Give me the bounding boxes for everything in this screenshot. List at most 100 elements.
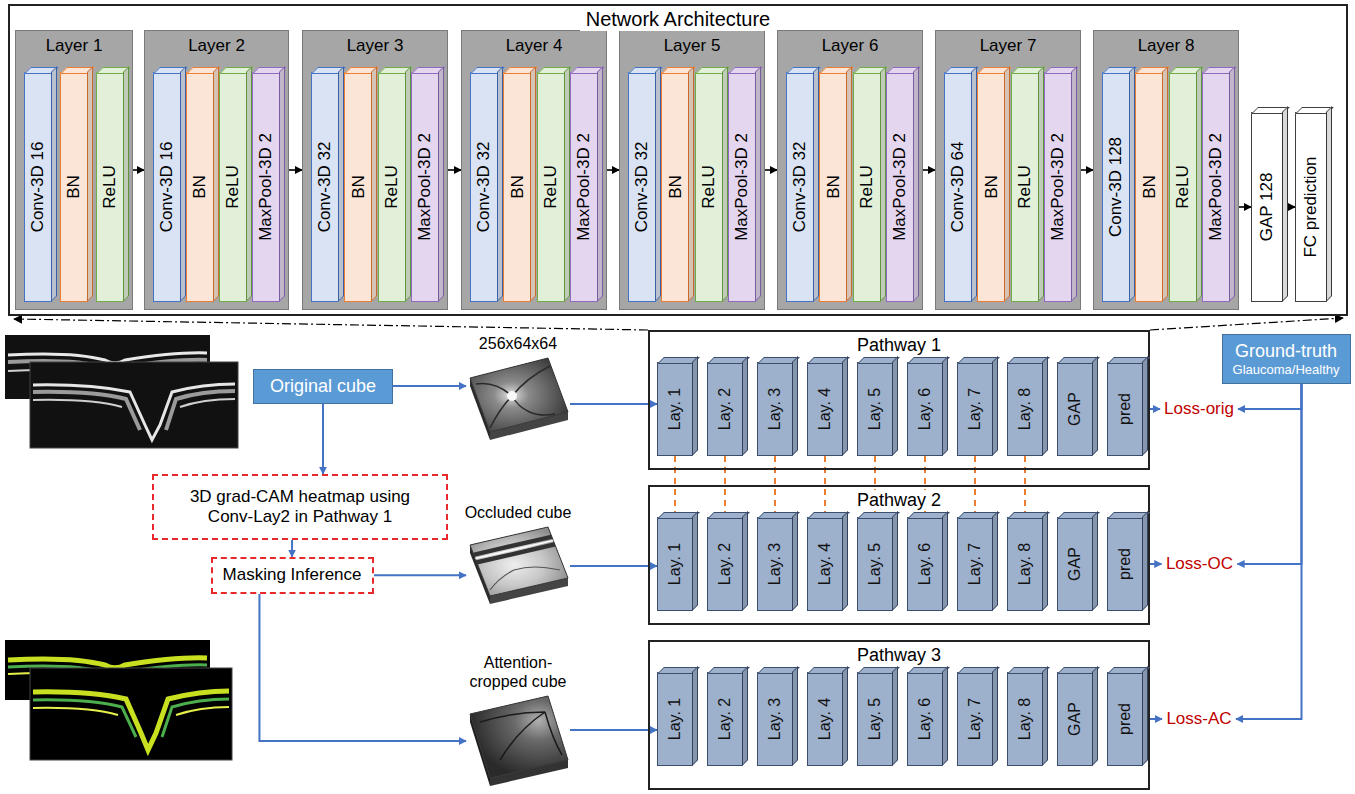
- operation-bar: BN: [186, 72, 214, 302]
- layer-label: Layer 3: [303, 36, 447, 56]
- operation-bar: BN: [60, 72, 88, 302]
- layer-block-3d: Lay. 8: [1007, 517, 1043, 611]
- operation-label: MaxPool-3D 2: [256, 133, 276, 241]
- operation-label: ReLU: [382, 165, 402, 208]
- layer-block-3d: Lay. 3: [757, 672, 793, 766]
- loss-text: Loss-OC: [1166, 554, 1233, 574]
- operation-bar: Conv-3D 16: [24, 72, 52, 302]
- operation-bar: Conv-3D 128: [1102, 72, 1130, 302]
- pathway-title: Pathway 3: [851, 645, 947, 666]
- layer-block: Layer 3Conv-3D 32BNReLUMaxPool-3D 2: [302, 30, 448, 310]
- layer-block-3d: Lay. 1: [657, 517, 693, 611]
- layer-block-3d: Lay. 6: [907, 362, 943, 456]
- cube-face: [470, 696, 568, 778]
- operation-bar: BN: [344, 72, 372, 302]
- block-label: Lay. 6: [916, 698, 934, 740]
- block-label: Lay. 8: [1016, 388, 1034, 430]
- operation-bar: MaxPool-3D 2: [886, 72, 914, 302]
- cube-label: Attention-cropped cube: [462, 654, 574, 691]
- operation-bar: Conv-3D 32: [628, 72, 656, 302]
- operation-bar: BN: [1135, 72, 1163, 302]
- operation-label: Conv-3D 32: [474, 142, 494, 233]
- layer-label: Layer 2: [145, 36, 288, 56]
- cube-image: Occluded cube: [466, 525, 570, 607]
- operation-bar: MaxPool-3D 2: [1202, 72, 1230, 302]
- loss-text: Loss-orig: [1164, 399, 1234, 419]
- flow-arrow: [570, 403, 657, 405]
- operation-label: FC prediction: [1301, 156, 1321, 257]
- block-label: Lay. 7: [966, 698, 984, 740]
- vessel: [476, 366, 555, 428]
- heat-band: [33, 699, 229, 737]
- block-label: Lay. 5: [866, 388, 884, 430]
- loss-text: Loss-AC: [1166, 709, 1231, 729]
- loss-label: Loss-orig: [1160, 397, 1238, 421]
- operation-label: ReLU: [1173, 165, 1193, 208]
- block-label: Lay. 3: [766, 388, 784, 430]
- block-label: Lay. 7: [966, 388, 984, 430]
- heat-band: [33, 691, 229, 750]
- operation-label: Conv-3D 16: [28, 142, 48, 233]
- layer-block-3d: Lay. 2: [707, 517, 743, 611]
- box-label: Original cube: [270, 376, 376, 397]
- operation-bar: BN: [503, 72, 531, 302]
- layer-block-3d: Lay. 4: [807, 672, 843, 766]
- operation-bar: ReLU: [378, 72, 406, 302]
- block-label: GAP: [1066, 392, 1084, 426]
- bscan-ground: [30, 362, 238, 448]
- operation-label: BN: [507, 175, 527, 199]
- operation-label: ReLU: [699, 165, 719, 208]
- block-label: Lay. 3: [766, 543, 784, 585]
- layer-block-3d: Lay. 6: [907, 517, 943, 611]
- operation-label: Conv-3D 32: [632, 142, 652, 233]
- occlusion-band: [476, 542, 556, 564]
- cube-face: [470, 358, 568, 432]
- operation-label: BN: [665, 175, 685, 199]
- input-box: Ground-truthGlaucoma/Healthy: [1222, 334, 1351, 384]
- box-label: Ground-truth: [1235, 341, 1337, 362]
- operation-bar: Conv-3D 32: [311, 72, 339, 302]
- layer-block-3d: Lay. 5: [857, 517, 893, 611]
- block-label: Lay. 2: [716, 698, 734, 740]
- flow-arrow: [607, 169, 619, 171]
- vessel: [480, 712, 562, 760]
- layer-block-3d: Lay. 3: [757, 362, 793, 456]
- operation-label: MaxPool-3D 2: [1048, 133, 1068, 241]
- block-label: Lay. 4: [816, 698, 834, 740]
- cube-image: 256x64x64: [466, 356, 570, 446]
- operation-label: Conv-3D 32: [790, 142, 810, 233]
- layer-block-3d: Lay. 8: [1007, 362, 1043, 456]
- pathway-title: Pathway 1: [851, 335, 947, 356]
- block-label: Lay. 5: [866, 543, 884, 585]
- block-label: Lay. 1: [666, 543, 684, 585]
- occlusion-line: [475, 541, 553, 559]
- operation-bar: Conv-3D 64: [944, 72, 972, 302]
- process-box: 3D grad-CAM heatmap using Conv-Lay2 in P…: [152, 474, 448, 540]
- loss-label: Loss-AC: [1162, 707, 1236, 731]
- block-label: pred: [1116, 393, 1134, 425]
- layer-block-3d: Lay. 5: [857, 362, 893, 456]
- layer-block: Layer 6Conv-3D 32BNReLUMaxPool-3D 2: [777, 30, 923, 310]
- heatmap-cup: [30, 668, 232, 760]
- layer-label: Layer 6: [778, 36, 922, 56]
- layer-block-3d: pred: [1107, 362, 1143, 456]
- operation-label: BN: [190, 175, 210, 199]
- layer-block-3d: Lay. 8: [1007, 672, 1043, 766]
- flow-arrow: [1238, 384, 1301, 409]
- block-label: Lay. 4: [816, 388, 834, 430]
- layer-block-3d: Lay. 7: [957, 517, 993, 611]
- block-label: Lay. 2: [716, 388, 734, 430]
- block-label: Lay. 4: [816, 543, 834, 585]
- operation-bar: ReLU: [1011, 72, 1039, 302]
- block-label: Lay. 2: [716, 543, 734, 585]
- operation-bar: ReLU: [537, 72, 565, 302]
- panel-title: Network Architecture: [580, 8, 777, 31]
- flow-arrow: [570, 729, 657, 731]
- layer-label: Layer 7: [936, 36, 1080, 56]
- attention-cube-image: [470, 696, 568, 786]
- operation-label: BN: [981, 175, 1001, 199]
- operation-label: MaxPool-3D 2: [890, 133, 910, 241]
- operation-bar: ReLU: [96, 72, 124, 302]
- block-label: Lay. 8: [1016, 543, 1034, 585]
- layer-label: Layer 8: [1094, 36, 1238, 56]
